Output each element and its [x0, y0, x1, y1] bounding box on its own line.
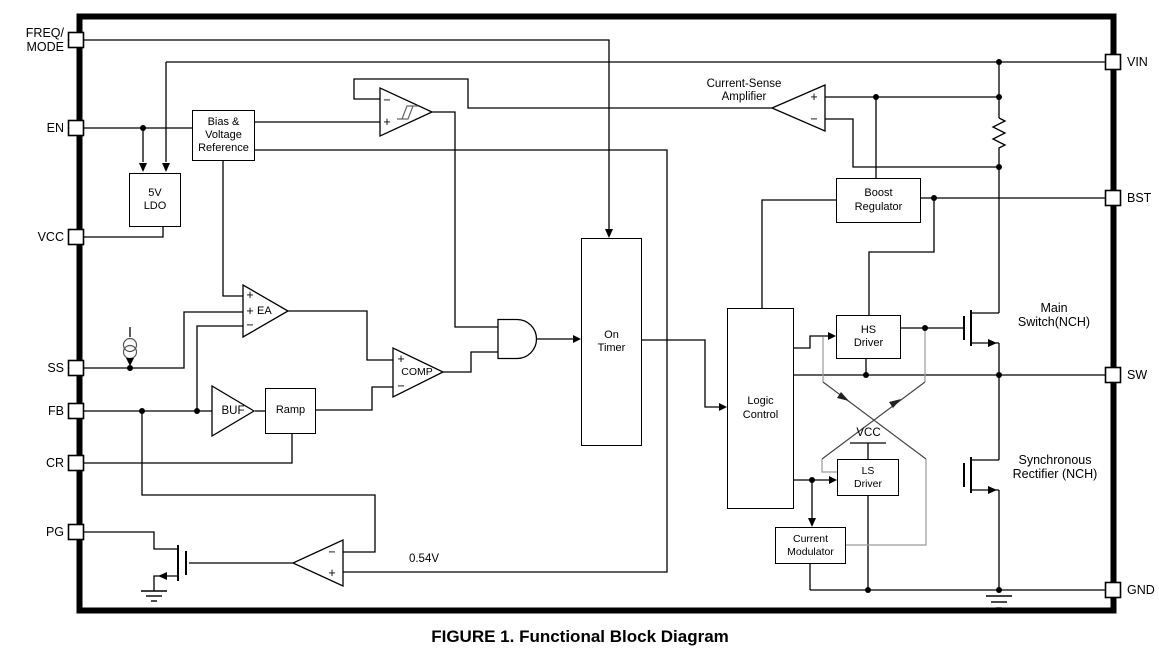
pg-comp-minus-sign: − [328, 545, 336, 559]
block-bias-reference: Bias & Voltage Reference [192, 110, 255, 161]
pin-en [67, 119, 85, 137]
ic-boundary [76, 13, 1117, 614]
pin-fb [67, 402, 85, 420]
label-main-switch: Main Switch(NCH) [1017, 301, 1091, 330]
block-ramp: Ramp [265, 388, 316, 434]
cs-amp-minus-sign: − [810, 112, 818, 126]
current-source-icon [122, 337, 138, 360]
ea-plus1-sign: + [246, 288, 254, 302]
pin-label-pg: PG [45, 525, 64, 539]
pg-comp-plus-sign: + [328, 566, 336, 580]
pin-freq-mode [67, 31, 85, 49]
pin-bst [1104, 189, 1122, 207]
sense-resistor [991, 117, 1007, 152]
comp-symbol [392, 346, 445, 399]
block-logic-control: Logic Control [727, 308, 794, 509]
error-amp-label: EA [257, 305, 272, 317]
pin-label-fb: FB [48, 404, 64, 418]
current-sense-amp-symbol [770, 84, 826, 132]
label-pg-threshold: 0.54V [408, 553, 440, 565]
block-current-modulator: Current Modulator [775, 527, 846, 564]
error-amp-symbol [242, 283, 290, 339]
ea-minus-sign: − [246, 318, 254, 332]
pin-label-vin: VIN [1127, 55, 1148, 69]
comp-label: COMP [401, 366, 433, 378]
junction-dots [127, 59, 1002, 593]
pin-vcc [67, 228, 85, 246]
comp-minus-sign: − [397, 379, 405, 393]
pin-pg [67, 523, 85, 541]
block-ls-driver: LS Driver [837, 459, 899, 496]
block-hs-driver: HS Driver [836, 315, 901, 359]
pin-ss [67, 359, 85, 377]
cs-amp-plus-sign: + [810, 90, 818, 104]
package-pins [67, 31, 1122, 599]
pin-sw [1104, 366, 1122, 384]
buffer-symbol [211, 384, 256, 438]
label-sync-rectifier: Synchronous Rectifier (NCH) [1012, 453, 1098, 482]
block-boost-regulator: Boost Regulator [836, 178, 921, 223]
label-current-sense-amplifier: Current-Sense Amplifier [706, 78, 782, 104]
driver-interlock-cross [821, 330, 927, 546]
wires [83, 39, 1106, 591]
schmitt-plus-sign: + [383, 115, 391, 129]
pin-gnd [1104, 581, 1122, 599]
buffer-label: BUF [221, 405, 245, 417]
ground-symbols [141, 590, 1012, 609]
pin-label-sw: SW [1127, 368, 1148, 382]
figure-caption: FIGURE 1. Functional Block Diagram [431, 627, 729, 646]
ea-plus2-sign: + [246, 304, 254, 318]
pin-label-vcc: VCC [37, 230, 64, 244]
label-vcc-tap: VCC [856, 427, 881, 439]
mosfet-symbols [177, 310, 972, 581]
schmitt-comparator-symbol [379, 86, 434, 138]
pin-label-cr: CR [45, 456, 64, 470]
pin-label-freq-mode: FREQ/ MODE [25, 26, 64, 55]
pg-comparator-symbol [291, 538, 344, 588]
schmitt-minus-sign: − [383, 93, 391, 107]
block-5v-ldo: 5V LDO [129, 173, 181, 227]
amplifier-symbols [211, 84, 826, 588]
pin-vin [1104, 53, 1122, 71]
pin-label-gnd: GND [1127, 583, 1155, 597]
arrowheads [126, 163, 997, 580]
and-gate-symbol [497, 318, 538, 360]
pin-label-bst: BST [1127, 191, 1152, 205]
block-on-timer: On Timer [581, 238, 642, 446]
comp-plus-sign: + [397, 352, 405, 366]
pin-label-en: EN [46, 121, 64, 135]
pin-cr [67, 454, 85, 472]
pin-label-ss: SS [47, 361, 64, 375]
hysteresis-icon [397, 105, 418, 120]
